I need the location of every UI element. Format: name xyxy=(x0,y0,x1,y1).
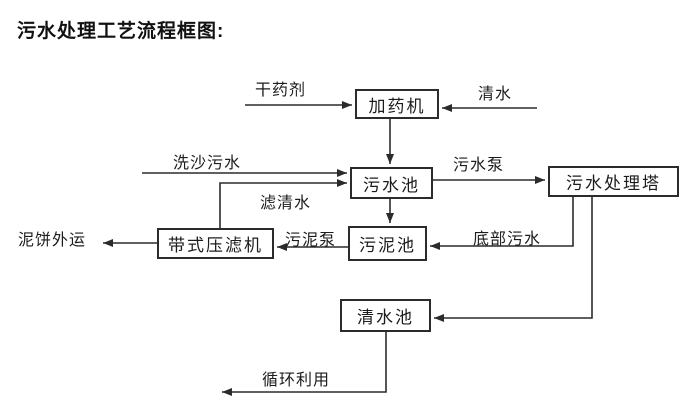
node-sludge-pool: 污泥池 xyxy=(348,226,427,261)
node-clear-water-pool-label: 清水池 xyxy=(357,308,414,327)
edge-label-recycle-use: 循环利用 xyxy=(262,372,331,389)
edge-filtered-water-arrow xyxy=(219,179,347,228)
edge-label-sand-wash-sewage: 洗沙污水 xyxy=(173,155,242,172)
node-dosing-machine: 加药机 xyxy=(355,89,439,119)
node-belt-filter-press-label: 带式压滤机 xyxy=(168,236,263,255)
node-dosing-machine-label: 加药机 xyxy=(368,96,426,116)
node-clear-water-pool: 清水池 xyxy=(340,299,431,332)
edge-recycle-arrow xyxy=(222,332,387,396)
node-belt-filter-press: 带式压滤机 xyxy=(157,228,274,259)
node-treatment-tower: 污水处理塔 xyxy=(548,166,679,197)
edge-bottom-sewage-arrow xyxy=(430,197,574,250)
edge-label-dry-chemical: 干药剂 xyxy=(255,82,307,99)
diagram-title: 污水处理工艺流程框图: xyxy=(17,21,225,42)
edge-label-sludge-pump: 污泥泵 xyxy=(285,232,337,249)
edge-label-clear-water: 清水 xyxy=(478,86,513,103)
node-treatment-tower-label: 污水处理塔 xyxy=(566,174,661,193)
edge-label-filtered-water: 滤清水 xyxy=(260,195,312,212)
node-sewage-pool-label: 污水池 xyxy=(363,175,420,195)
edge-tower-to-clear-arrow xyxy=(434,197,593,322)
node-sludge-pool-label: 污泥池 xyxy=(359,236,416,255)
edge-label-mud-cake-out: 泥饼外运 xyxy=(18,232,87,249)
node-sewage-pool: 污水池 xyxy=(350,167,433,199)
edge-label-bottom-sewage: 底部污水 xyxy=(473,231,542,248)
edge-label-sewage-pump: 污水泵 xyxy=(453,157,505,174)
